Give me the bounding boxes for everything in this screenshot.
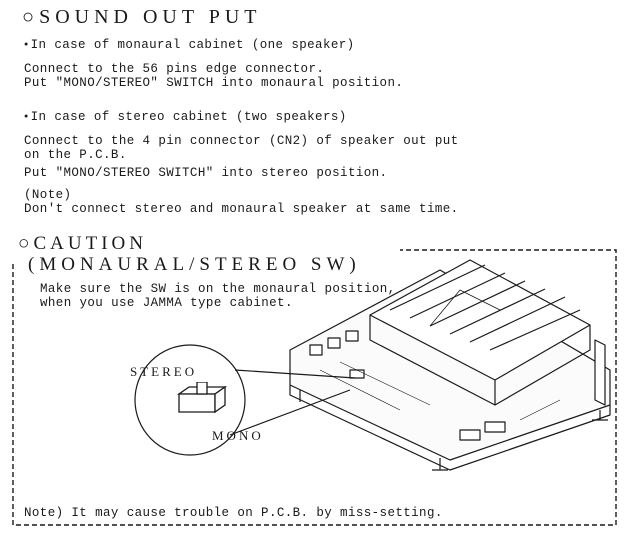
switch-callout — [134, 344, 356, 456]
caution-dashed-frame — [12, 249, 617, 526]
mono-line-2: Put "MONO/STEREO" SWITCH into monaural p… — [24, 76, 404, 90]
sound-section-title: ○SOUND OUT PUT — [22, 6, 262, 28]
caution-title: ○CAUTION — [18, 233, 147, 254]
mono-heading: In case of monaural cabinet (one speaker… — [24, 38, 355, 52]
stereo-label: STEREO — [130, 364, 198, 379]
note-text: Don't connect stereo and monaural speake… — [24, 202, 459, 216]
mono-label: MONO — [212, 428, 264, 443]
stereo-line-2: on the P.C.B. — [24, 148, 127, 162]
stereo-heading: In case of stereo cabinet (two speakers) — [24, 110, 347, 124]
caution-subtitle: (MONAURAL/STEREO SW) — [28, 254, 361, 275]
stereo-line-3: Put "MONO/STEREO SWITCH" into stereo pos… — [24, 166, 388, 180]
caution-footer-note: Note) It may cause trouble on P.C.B. by … — [24, 506, 443, 520]
caution-line-2: when you use JAMMA type cabinet. — [40, 296, 293, 310]
mono-line-1: Connect to the 56 pins edge connector. — [24, 62, 325, 76]
stereo-line-1: Connect to the 4 pin connector (CN2) of … — [24, 134, 459, 148]
note-label: (Note) — [24, 188, 72, 202]
pcb-illustration — [289, 259, 611, 471]
caution-line-1: Make sure the SW is on the monaural posi… — [40, 282, 396, 296]
slide-switch-icon — [176, 382, 228, 414]
